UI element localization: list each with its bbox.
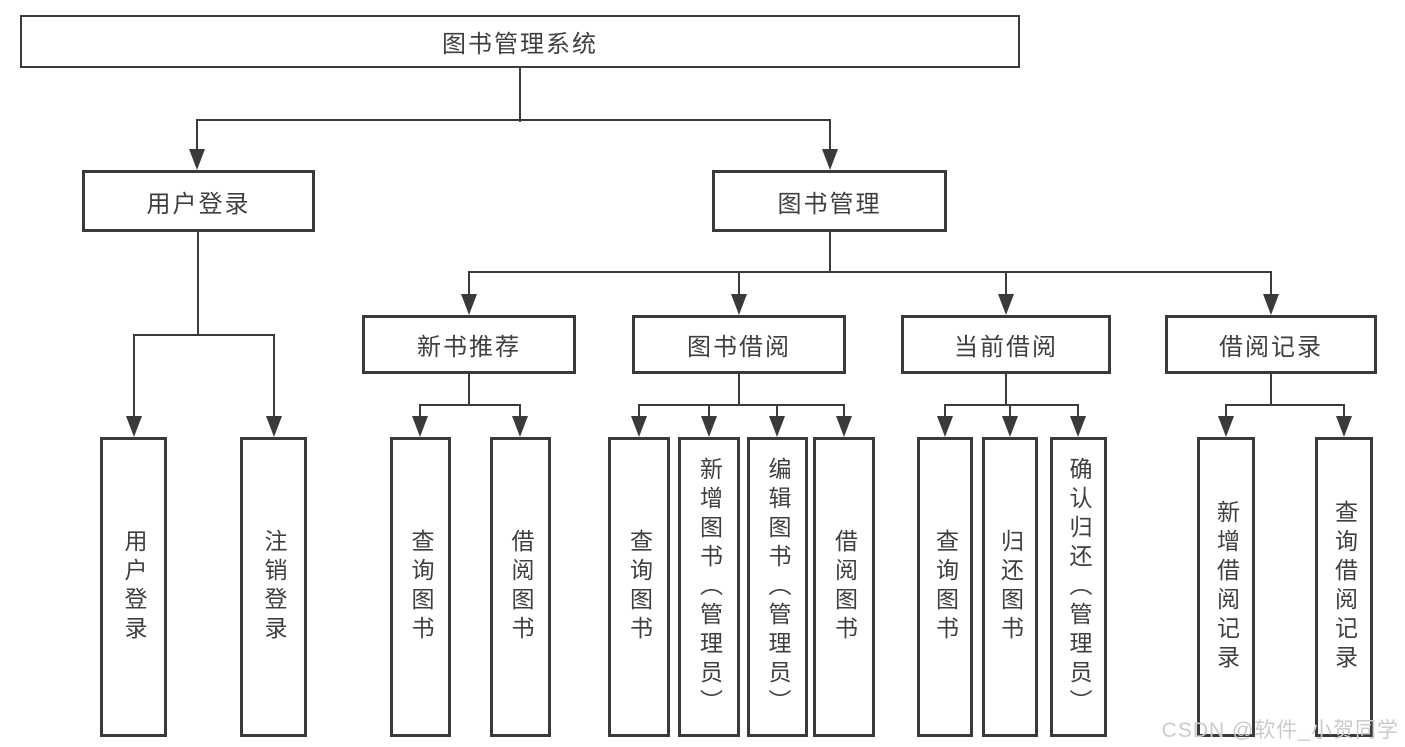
- arrow-head-16: [1070, 416, 1086, 437]
- node-leaf-add-book-admin: 新增图书（管理员）: [678, 437, 740, 737]
- connector-line-2: [197, 232, 199, 336]
- node-label-leaf-query-book-borrow: 查询图书: [626, 529, 653, 645]
- node-label-leaf-logout: 注销登录: [261, 529, 287, 645]
- arrow-stem-8: [419, 404, 421, 419]
- arrow-stem-6: [1005, 271, 1007, 297]
- arrow-head-7: [1263, 294, 1279, 315]
- arrow-stem-16: [1077, 404, 1079, 419]
- arrow-head-15: [1002, 416, 1018, 437]
- node-borrow-records: 借阅记录: [1165, 315, 1377, 374]
- arrow-head-1: [822, 149, 838, 170]
- arrow-head-13: [836, 416, 852, 437]
- connector-line-12: [1270, 374, 1272, 406]
- arrow-stem-1: [829, 119, 831, 152]
- node-label-leaf-edit-book-admin: 编辑图书（管理员）: [765, 456, 791, 718]
- arrow-head-8: [412, 416, 428, 437]
- node-leaf-edit-book-admin: 编辑图书（管理员）: [747, 437, 808, 737]
- node-label-leaf-user-login: 用户登录: [121, 529, 147, 645]
- node-book-management: 图书管理: [712, 170, 947, 232]
- node-label-leaf-add-book-admin: 新增图书（管理员）: [696, 456, 723, 718]
- node-label-leaf-borrow-book: 借阅图书: [831, 529, 858, 645]
- connector-line-9: [639, 404, 845, 406]
- connector-line-13: [1226, 404, 1345, 406]
- connector-line-1: [197, 119, 831, 121]
- connector-line-7: [420, 404, 521, 406]
- arrow-head-18: [1336, 416, 1352, 437]
- arrow-stem-7: [1270, 271, 1272, 297]
- node-leaf-query-borrow-record: 查询借阅记录: [1315, 437, 1373, 737]
- node-label-leaf-borrow-book-rec: 借阅图书: [508, 529, 534, 645]
- node-label-leaf-return-book: 归还图书: [997, 529, 1024, 645]
- arrow-head-11: [701, 416, 717, 437]
- node-leaf-confirm-return: 确认归还（管理员）: [1050, 437, 1107, 737]
- node-leaf-user-login: 用户登录: [100, 437, 167, 737]
- arrow-stem-13: [843, 404, 845, 419]
- connector-line-6: [468, 374, 470, 406]
- node-root: 图书管理系统: [20, 15, 1020, 68]
- arrow-head-5: [731, 294, 747, 315]
- node-leaf-logout: 注销登录: [240, 437, 307, 737]
- node-new-book-recommend: 新书推荐: [362, 315, 576, 374]
- arrow-stem-17: [1225, 404, 1227, 419]
- arrow-stem-2: [133, 334, 135, 419]
- node-label-leaf-query-book-rec: 查询图书: [408, 529, 434, 645]
- arrow-stem-0: [196, 119, 198, 152]
- arrow-stem-15: [1009, 404, 1011, 419]
- node-leaf-add-borrow-record: 新增借阅记录: [1197, 437, 1255, 737]
- node-label-leaf-confirm-return: 确认归还（管理员）: [1066, 456, 1092, 718]
- arrow-head-17: [1218, 416, 1234, 437]
- arrow-stem-4: [468, 271, 470, 297]
- connector-line-4: [829, 232, 831, 273]
- arrow-head-9: [512, 416, 528, 437]
- connector-line-5: [469, 271, 1272, 273]
- arrow-head-6: [998, 294, 1014, 315]
- node-label-book-borrow: 图书借阅: [687, 334, 791, 361]
- node-label-borrow-records: 借阅记录: [1219, 334, 1323, 361]
- node-leaf-return-book: 归还图书: [982, 437, 1038, 737]
- node-user-login: 用户登录: [82, 170, 315, 232]
- arrow-stem-5: [738, 271, 740, 297]
- connector-line-10: [1005, 374, 1007, 406]
- arrow-head-10: [631, 416, 647, 437]
- node-label-current-borrow: 当前借阅: [954, 334, 1058, 361]
- node-leaf-borrow-book-rec: 借阅图书: [490, 437, 551, 737]
- arrow-stem-18: [1343, 404, 1345, 419]
- arrow-head-2: [126, 416, 142, 437]
- node-label-leaf-add-borrow-record: 新增借阅记录: [1213, 500, 1240, 674]
- arrow-head-4: [461, 294, 477, 315]
- node-current-borrow: 当前借阅: [901, 315, 1111, 374]
- arrow-stem-12: [776, 404, 778, 419]
- arrow-stem-9: [519, 404, 521, 419]
- arrow-stem-10: [638, 404, 640, 419]
- node-leaf-borrow-book: 借阅图书: [813, 437, 875, 737]
- arrow-stem-3: [273, 334, 275, 419]
- node-book-borrow: 图书借阅: [632, 315, 846, 374]
- csdn-watermark: CSDN @软件_小贺同学: [1161, 719, 1399, 742]
- connector-line-8: [738, 374, 740, 406]
- arrow-stem-11: [708, 404, 710, 419]
- node-leaf-query-book-rec: 查询图书: [390, 437, 451, 737]
- node-leaf-query-book-current: 查询图书: [917, 437, 973, 737]
- arrow-head-12: [769, 416, 785, 437]
- arrow-head-3: [266, 416, 282, 437]
- connector-line-0: [519, 68, 521, 122]
- connector-line-3: [134, 334, 275, 336]
- node-label-leaf-query-borrow-record: 查询借阅记录: [1331, 500, 1358, 674]
- node-label-leaf-query-book-current: 查询图书: [932, 529, 959, 645]
- node-label-root: 图书管理系统: [442, 31, 598, 58]
- arrow-head-14: [937, 416, 953, 437]
- node-label-book-management: 图书管理: [777, 190, 882, 218]
- connector-line-11: [945, 404, 1079, 406]
- node-leaf-query-book-borrow: 查询图书: [608, 437, 670, 737]
- arrow-head-0: [189, 149, 205, 170]
- arrow-stem-14: [944, 404, 946, 419]
- node-label-new-book-recommend: 新书推荐: [417, 334, 521, 361]
- node-label-user-login: 用户登录: [146, 190, 251, 218]
